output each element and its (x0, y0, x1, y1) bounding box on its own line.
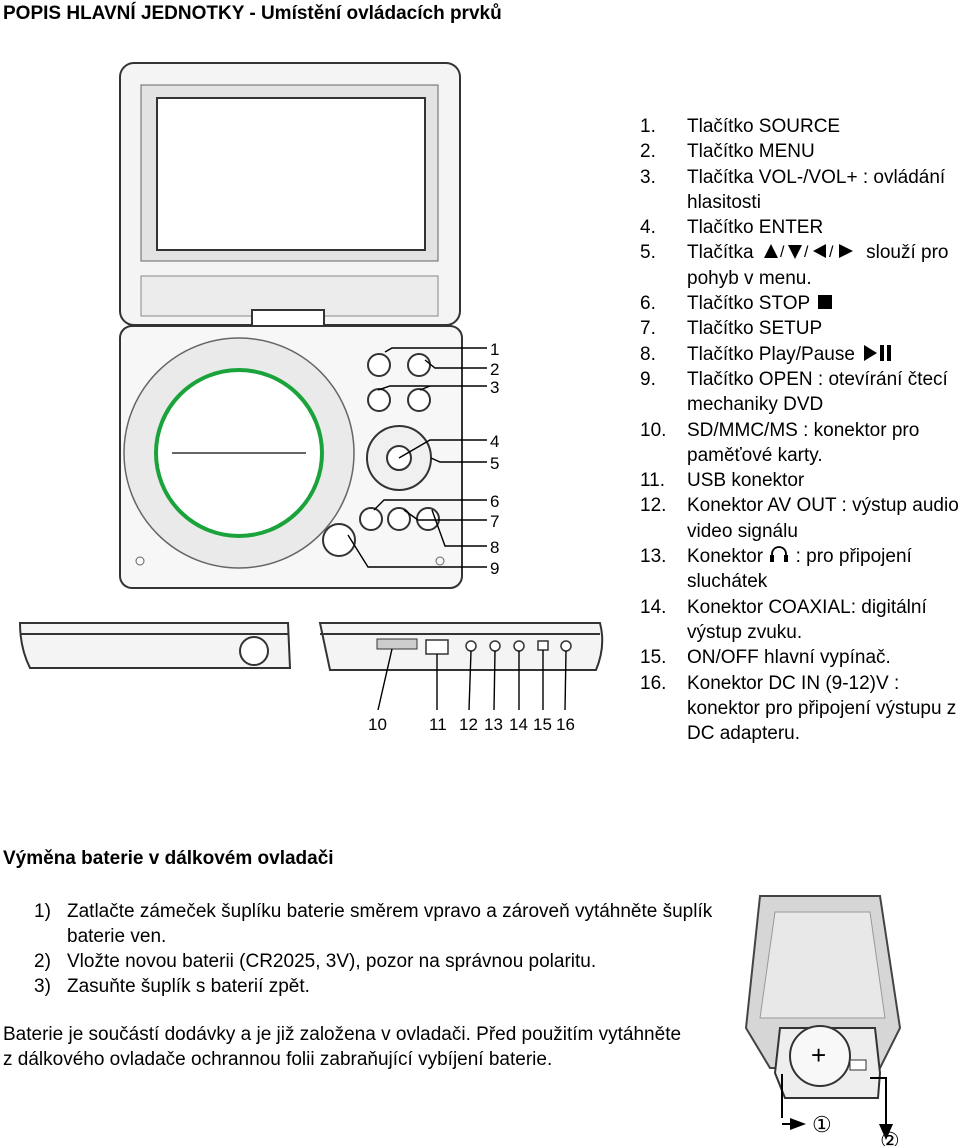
legend-item: 16.Konektor DC IN (9-12)V : konektor pro… (640, 672, 957, 745)
legend-item: 11.USB konektor (640, 470, 805, 492)
page-title: POPIS HLAVNÍ JEDNOTKY - Umístění ovládac… (3, 3, 502, 24)
callout-14: 14 (509, 715, 528, 734)
source-button (367, 353, 391, 377)
device-diagram: 1 2 3 4 5 6 7 8 9 10 11 12 (18, 62, 604, 734)
remote-battery-illustration: + ① ② (744, 895, 902, 1146)
legend-item: 14.Konektor COAXIAL: digitální výstup zv… (640, 596, 927, 643)
menu-button (407, 353, 431, 377)
list-item: 3)Zasuňte šuplík s baterií zpět. (34, 976, 310, 997)
callout-1: 1 (490, 340, 499, 359)
legend-item: 10.SD/MMC/MS : konektor pro paměťové kar… (640, 419, 920, 466)
callout-15: 15 (533, 715, 552, 734)
side-view-connectors (318, 622, 604, 671)
callout-9: 9 (490, 559, 499, 578)
legend-item: 4.Tlačítko ENTER (640, 217, 824, 239)
callout-6: 6 (490, 492, 499, 511)
legend-item: 5.Tlačítka / / / slouží pro pohyb v menu… (640, 242, 949, 289)
screen-lid (119, 62, 461, 337)
legend-item: 7.Tlačítko SETUP (640, 318, 823, 340)
callout-5: 5 (490, 454, 499, 473)
legend-item: 2.Tlačítko MENU (640, 141, 815, 163)
step-2-marker: ② (880, 1128, 900, 1146)
legend-item: 9.Tlačítko OPEN : otevírání čtecí mechan… (640, 368, 948, 416)
callout-8: 8 (490, 538, 499, 557)
callout-2: 2 (490, 360, 499, 379)
headphones-icon (770, 546, 789, 563)
controls-legend: 1.Tlačítko SOURCE 2.Tlačítko MENU 3.Tlač… (640, 114, 960, 746)
callout-16: 16 (556, 715, 575, 734)
list-item: 2)Vložte novou baterii (CR2025, 3V), poz… (34, 951, 597, 972)
stop-button (359, 507, 383, 531)
callout-12: 12 (459, 715, 478, 734)
open-button (322, 523, 356, 557)
legend-item: 8.Tlačítko Play/Pause (640, 342, 960, 367)
legend-item: 3.Tlačítka VOL-/VOL+ : ovládání hlasitos… (640, 166, 946, 213)
callout-7: 7 (490, 512, 499, 531)
play-pause-icon (864, 344, 892, 361)
battery-steps: 1)Zatlačte zámeček šuplíku baterie směre… (34, 899, 717, 999)
callout-3: 3 (490, 378, 499, 397)
stop-icon (818, 295, 833, 310)
side-view-left (18, 622, 292, 669)
svg-text:/: / (804, 244, 809, 260)
vol-plus-button (407, 388, 431, 412)
callout-10: 10 (368, 715, 387, 734)
legend-item: 15.ON/OFF hlavní vypínač. (640, 647, 891, 669)
legend-item: 1.Tlačítko SOURCE (640, 116, 841, 137)
vol-minus-button (367, 388, 391, 412)
callout-13: 13 (484, 715, 503, 734)
battery-note: Baterie je součástí dodávky a je již zal… (3, 1024, 682, 1070)
setup-button (387, 507, 411, 531)
legend-item: 6.Tlačítko STOP (640, 291, 960, 316)
callout-4: 4 (490, 432, 499, 451)
svg-text:/: / (829, 244, 834, 260)
legend-item: 13.Konektor : pro připojení sluchátek (640, 546, 912, 593)
section-title-battery: Výměna baterie v dálkovém ovladači (3, 848, 334, 869)
arrow-keys-icon: / / / (763, 244, 853, 261)
svg-text:/: / (780, 244, 785, 260)
step-1-marker: ① (812, 1112, 832, 1137)
callout-11: 11 (429, 715, 447, 734)
legend-item: 12.Konektor AV OUT : výstup audio video … (640, 495, 959, 542)
battery-plus: + (811, 1040, 826, 1070)
list-item: 1)Zatlačte zámeček šuplíku baterie směre… (34, 901, 713, 947)
